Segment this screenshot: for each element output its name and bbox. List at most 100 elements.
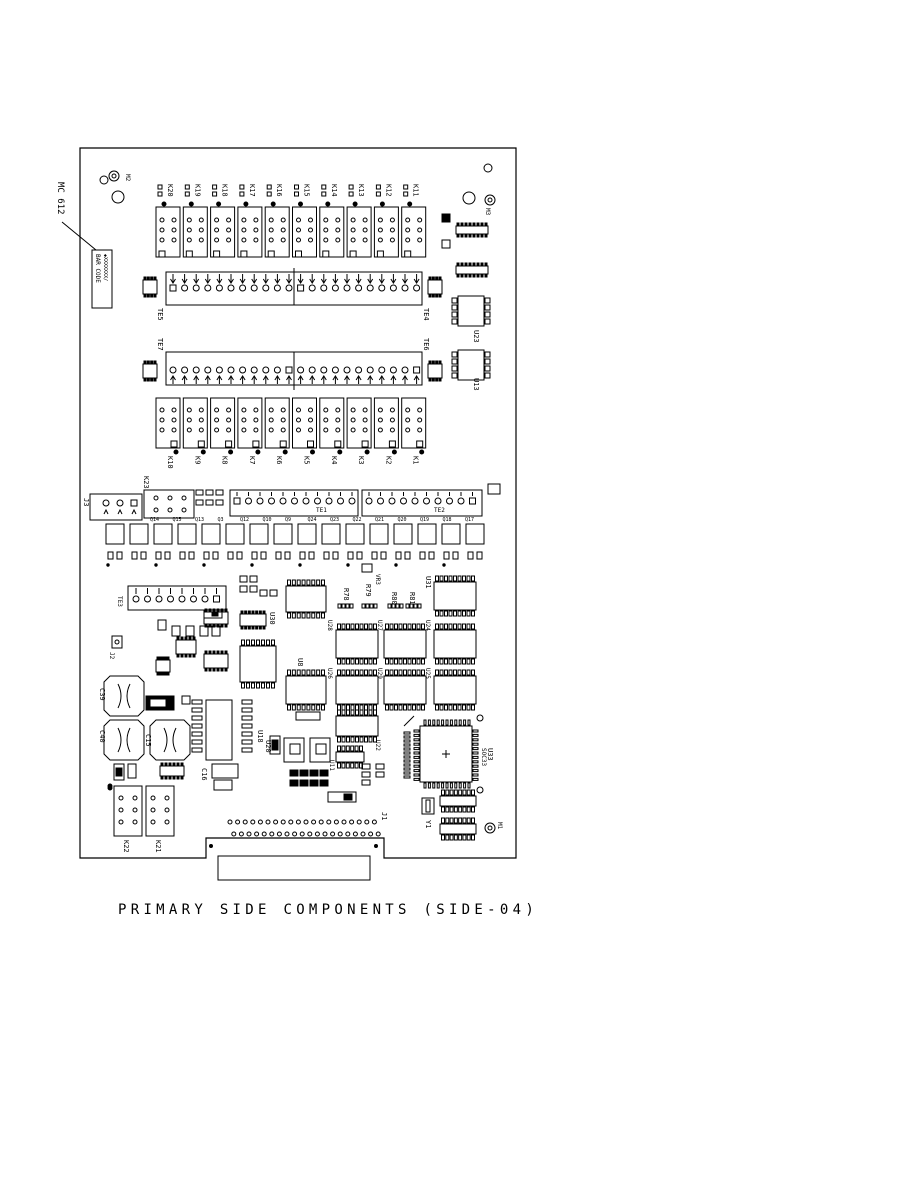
resistor-pad — [341, 603, 346, 609]
relay-label-k20: K20 — [166, 184, 174, 197]
relay-mark — [407, 201, 413, 207]
dip-pin — [354, 762, 359, 769]
header-pin — [238, 831, 244, 837]
smd-part — [327, 791, 357, 803]
dip-ic-body — [433, 581, 477, 611]
smd-pad — [181, 695, 191, 705]
smd-pin — [431, 276, 435, 281]
terminal-pin — [227, 284, 235, 292]
dip-pin — [457, 623, 462, 630]
smd-pad — [241, 715, 253, 721]
smd-pin — [435, 360, 439, 365]
relay-body — [401, 397, 427, 449]
dip-pin — [462, 704, 466, 711]
dip-pin — [364, 709, 368, 716]
smd-pin — [180, 636, 184, 641]
top-relay-bank — [155, 201, 427, 258]
smd-pad — [361, 779, 371, 786]
relay-label-k21: K21 — [154, 840, 162, 853]
plcc-pin — [413, 764, 420, 768]
capacitor-label-c40: C40 — [98, 730, 106, 743]
relay-body — [210, 397, 236, 449]
smd-pin — [188, 636, 192, 641]
logic-ic-grid — [191, 563, 477, 841]
dip-pin — [373, 669, 377, 676]
smd-pin — [143, 360, 147, 365]
smd-pad — [249, 585, 258, 593]
transistor-pad — [395, 551, 402, 560]
terminal-pin — [401, 284, 409, 292]
relay-k22 — [113, 785, 143, 837]
dip-pin — [453, 834, 458, 841]
smd-pin — [262, 625, 266, 630]
relay-pin — [361, 440, 369, 448]
smd-pin — [476, 262, 480, 267]
terminal-arrow — [228, 375, 234, 381]
dip-ic-body — [439, 823, 477, 835]
terminal-label-te5: TE5 — [156, 308, 164, 321]
relay-pin — [377, 417, 383, 423]
header-pin — [333, 819, 339, 825]
terminal-pin — [169, 366, 177, 374]
relay-pin — [296, 407, 301, 413]
smd-pad — [239, 585, 248, 593]
dip-pin — [346, 658, 350, 665]
relay-pin — [171, 417, 177, 423]
terminal-arrow — [181, 375, 188, 381]
relay-label-k23: K23 — [142, 476, 150, 489]
terminal-arrow — [390, 278, 397, 284]
relay-pin — [267, 250, 275, 258]
dip-pin — [448, 575, 453, 582]
smd-pad — [271, 739, 279, 751]
relay-pin — [158, 250, 166, 258]
dip-pin — [403, 669, 407, 676]
plcc-pin — [403, 771, 411, 775]
vr3-pad — [361, 563, 373, 573]
smd-pin — [468, 273, 472, 278]
header-pin — [368, 831, 374, 837]
terminal-arrow — [344, 278, 350, 284]
mounting-hole — [484, 194, 496, 206]
relay-pin — [335, 227, 341, 233]
resistor-pad — [361, 603, 366, 609]
smd-pin — [240, 625, 244, 630]
dip-pin — [389, 658, 394, 665]
header-pin — [360, 831, 366, 837]
relay-pin — [241, 417, 247, 423]
header-pin — [303, 819, 309, 825]
dip-pin — [359, 736, 364, 743]
plcc-pin — [445, 782, 449, 789]
transistor-label-q21: Q21 — [375, 517, 384, 523]
misc-label-u22: U22 — [374, 740, 381, 751]
dip-pin — [354, 745, 359, 752]
transistor-pad — [419, 551, 426, 560]
transistor-label-q9: Q9 — [285, 517, 291, 523]
misc-label-vr3: VR3 — [374, 574, 381, 585]
relay-body — [264, 397, 290, 449]
relay-mark — [282, 449, 288, 455]
capacitor-mark — [126, 727, 131, 753]
capacitor-mark — [117, 727, 122, 753]
smd-pin — [244, 625, 248, 630]
relay-pin — [171, 407, 177, 413]
relay-label-k16: K16 — [275, 184, 283, 197]
dip-pin — [471, 610, 475, 617]
smd-part — [127, 763, 137, 779]
relay-pin — [417, 227, 423, 233]
dip-pin — [296, 704, 301, 711]
ic-label-u27: U27 — [376, 620, 383, 631]
smd-pin — [212, 650, 216, 655]
relay-pin — [132, 807, 138, 813]
dip-ic-body — [433, 629, 477, 659]
plcc-mark — [476, 714, 484, 722]
terminal-arrow — [297, 375, 304, 381]
smd-pad — [361, 771, 371, 778]
transistor-label-q10: Q10 — [263, 517, 272, 523]
dip-pin — [462, 658, 466, 665]
transistor-pad — [116, 551, 123, 560]
plcc-pin — [413, 747, 420, 751]
smd-pad — [213, 779, 233, 791]
dip-pin — [316, 669, 321, 676]
terminal-pin — [400, 497, 407, 505]
relay-pin — [181, 507, 187, 513]
